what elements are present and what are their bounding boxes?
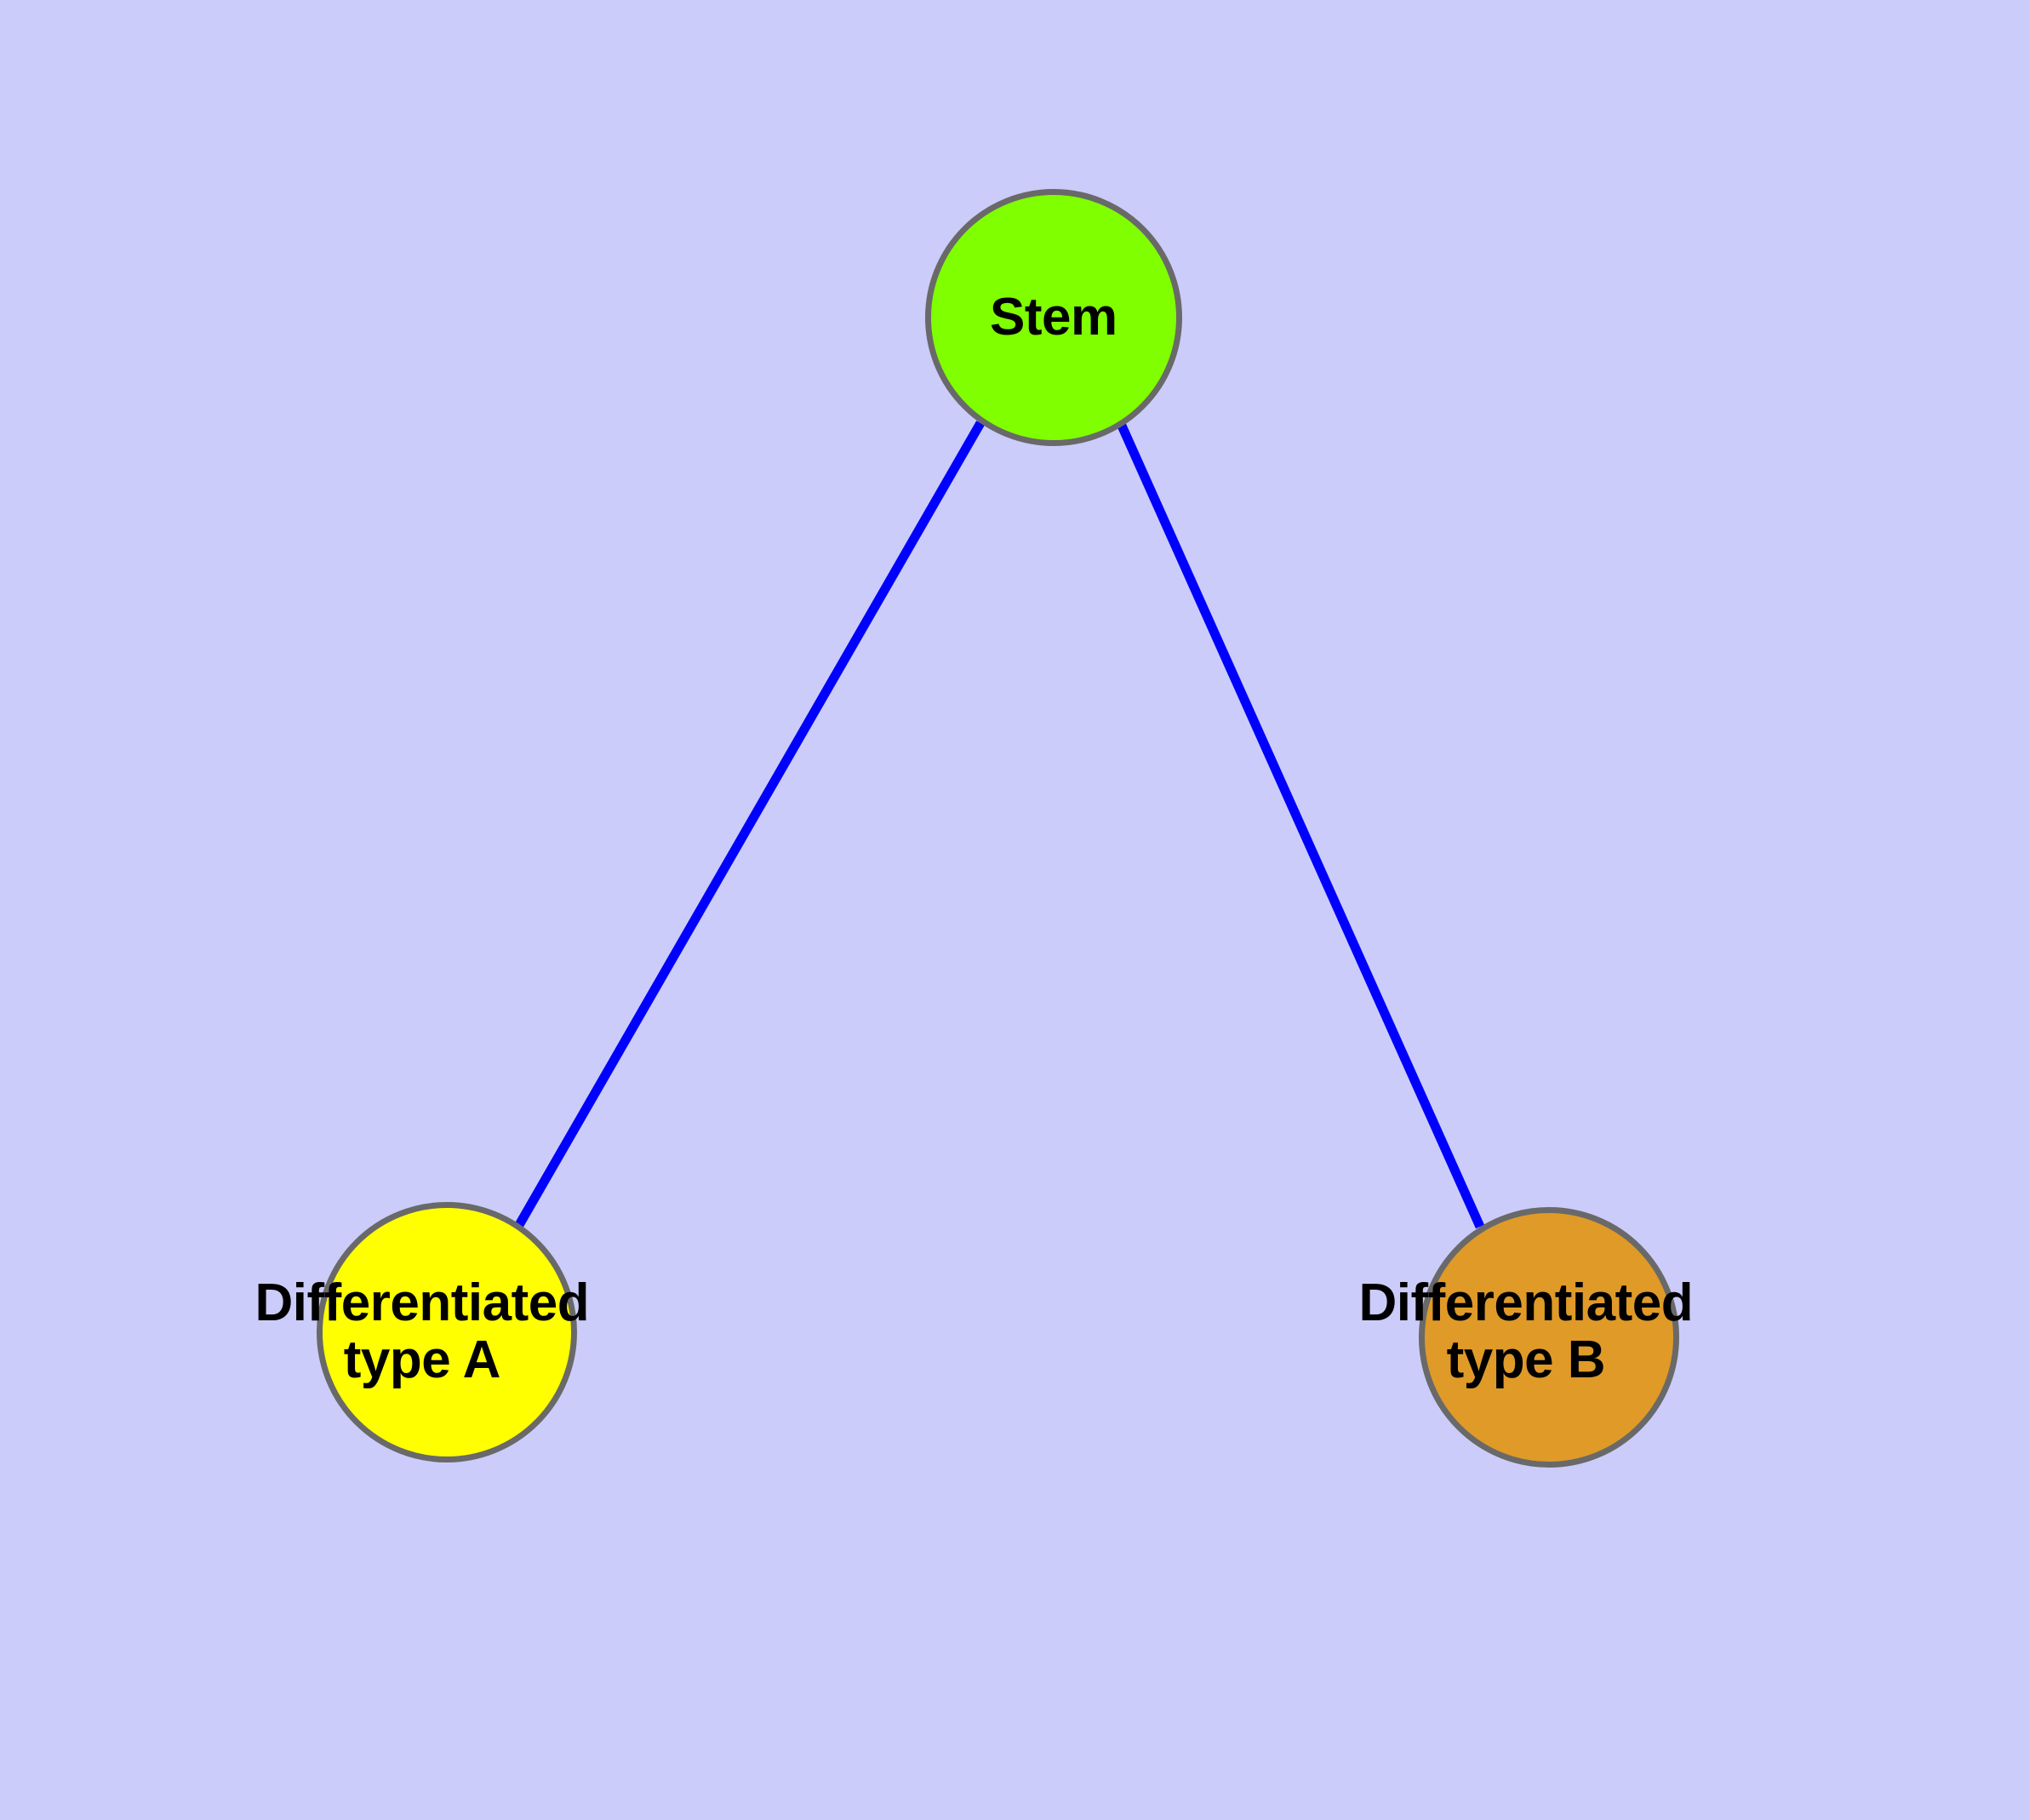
node-stem[interactable] [925,189,1182,446]
edge-stem-to-diff-b[interactable] [1117,423,1485,1229]
node-diff_a[interactable] [317,1202,577,1462]
edges-group [515,421,1485,1229]
node-diff_b[interactable] [1419,1207,1679,1468]
edge-stem-to-diff-a[interactable] [515,421,985,1228]
